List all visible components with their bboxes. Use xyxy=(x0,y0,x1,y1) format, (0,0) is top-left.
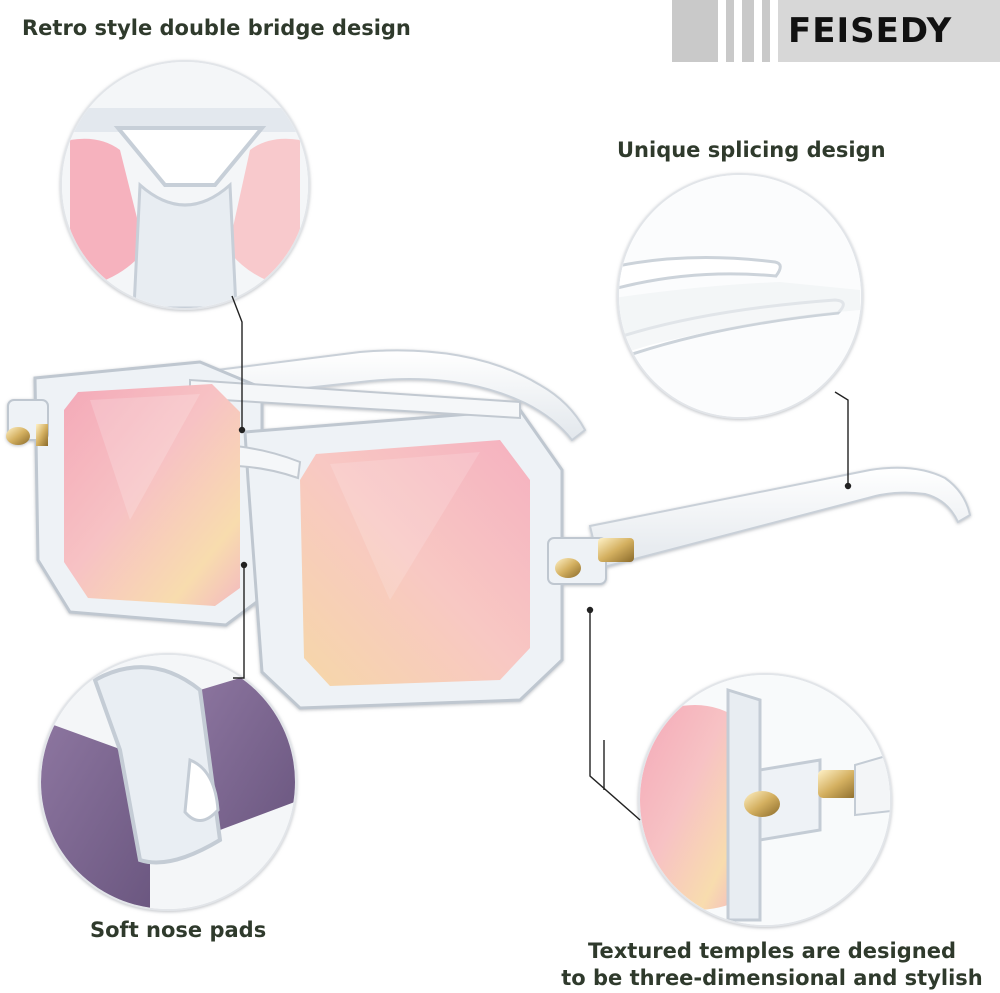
leader-bridge xyxy=(231,295,243,430)
leader-nose xyxy=(233,565,245,679)
brand-stripe xyxy=(672,0,718,62)
caption-double-bridge: Retro style double bridge design xyxy=(22,16,411,40)
caption-temples-line-2: to be three-dimensional and stylish xyxy=(561,966,983,990)
leader-splice xyxy=(834,391,849,486)
far-temple xyxy=(183,349,587,442)
detail-circle-splicing xyxy=(617,173,863,419)
sunglasses-main xyxy=(6,349,972,710)
brand-banner: FEISEDY xyxy=(672,0,1000,62)
brand-stripe xyxy=(742,0,754,62)
detail-circle-bridge xyxy=(60,60,310,310)
brand-logo-text: FEISEDY xyxy=(788,11,953,51)
leader-temple xyxy=(589,610,641,821)
near-temple xyxy=(588,466,972,570)
caption-nose-pads: Soft nose pads xyxy=(90,918,267,942)
detail-circle-temples xyxy=(638,673,892,927)
brand-stripe xyxy=(726,0,734,62)
nose-bridge xyxy=(234,444,302,480)
caption-temples: Textured temples are designed to be thre… xyxy=(560,938,984,992)
detail-circle-nose-pads xyxy=(39,653,297,911)
caption-splicing: Unique splicing design xyxy=(617,138,886,162)
caption-temples-line-1: Textured temples are designed xyxy=(587,939,956,963)
right-hinge xyxy=(547,537,634,585)
leader-lines xyxy=(231,295,852,821)
left-hinge xyxy=(6,399,49,446)
brand-stripe xyxy=(762,0,770,62)
brand-box xyxy=(778,0,1000,62)
